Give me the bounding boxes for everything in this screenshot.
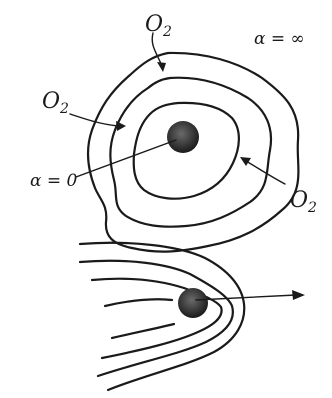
label-alpha-zero: α = 0 [30,171,78,191]
label-alpha-infinity: α = ∞ [254,29,305,49]
right-o2-arrowhead-icon [240,157,251,166]
moving-panel [80,243,305,390]
moving-particle [178,288,208,318]
label-left-o2: O2 [42,89,69,117]
label-right-o2: O2 [290,188,317,216]
velocity-arrow [196,295,296,300]
wake-contour-3 [92,279,222,358]
top-o2-arrow [152,33,162,66]
stationary-particle [167,121,199,153]
velocity-arrowhead-icon [292,290,305,300]
top-o2-arrowhead-icon [157,62,166,72]
left-o2-arrowhead-icon [116,121,126,131]
wake-contour-4b [112,324,174,338]
label-top-o2: O2 [145,12,172,40]
wake-contour-4 [105,299,172,306]
outer-contour [88,53,298,252]
alpha-zero-pointer [76,140,176,177]
stationary-panel: O2 O2 O2 α = ∞ α = 0 [30,12,317,252]
